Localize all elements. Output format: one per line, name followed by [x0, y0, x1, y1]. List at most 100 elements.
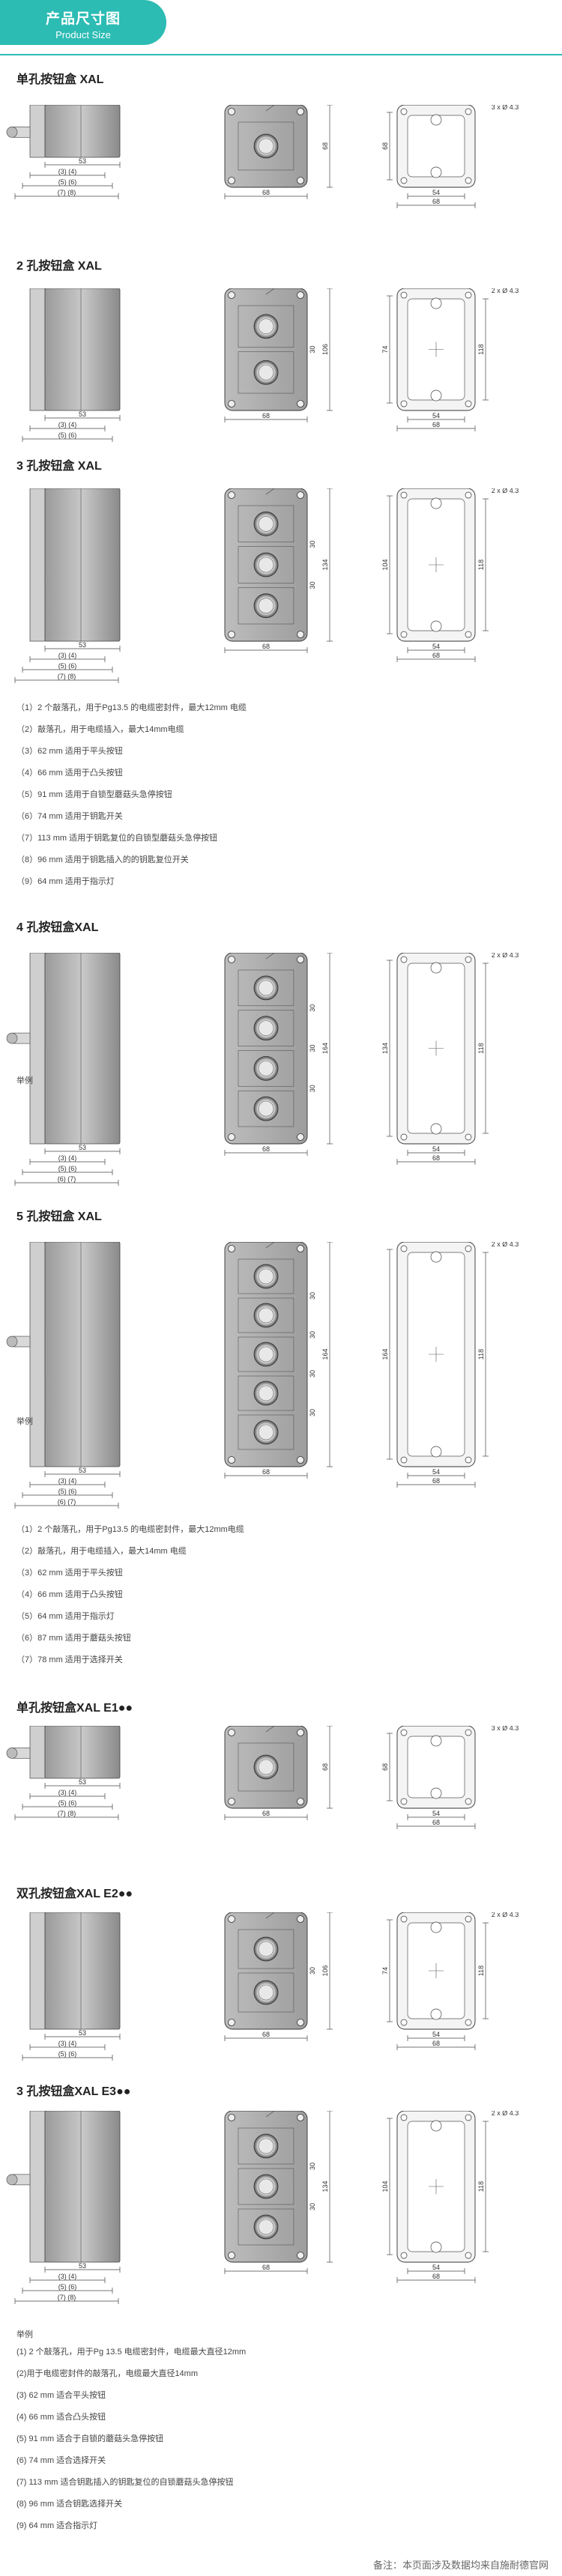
mounting-hole-icon: [465, 400, 472, 407]
dim-label: 30: [309, 2203, 316, 2210]
side-view: 53(3) (4)(5) (6): [22, 1912, 121, 2061]
screw-icon: [228, 1456, 235, 1464]
dim-label: 68: [321, 142, 329, 150]
mounting-hole-icon: [400, 491, 408, 499]
mounting-hole-icon: [465, 1456, 472, 1464]
dim-label: 164: [321, 1043, 329, 1054]
note-item: （7）113 mm 适用于钥匙复位的自锁型蘑菇头急停按钮: [16, 834, 218, 843]
mounting-hole-icon: [400, 1133, 408, 1141]
dim-label: 164: [381, 1348, 389, 1360]
note-item: （8）96 mm 适用于钥匙插入的的钥匙复位开关: [16, 855, 189, 864]
dim-label: (5) (6): [58, 2050, 77, 2058]
knockout-hole-icon: [430, 2120, 442, 2132]
mounting-hole-icon: [400, 956, 408, 963]
mounting-hole-icon: [400, 400, 408, 407]
knockout-hole-icon: [430, 1123, 442, 1135]
note-item: （4）66 mm 适用于凸头按钮: [16, 1590, 123, 1599]
note-item: （7）78 mm 适用于选择开关: [16, 1655, 123, 1664]
dim-label: 30: [309, 1292, 316, 1300]
side-view: 53(3) (4)(5) (6)(6) (7): [6, 1242, 121, 1509]
dim-label: (3) (4): [58, 2040, 77, 2047]
example-label-c: 举例: [16, 2330, 33, 2339]
dim-label: 30: [309, 345, 316, 353]
mounting-hole-icon: [400, 1915, 408, 1923]
mounting-hole-icon: [465, 956, 472, 963]
knockout-hole-icon: [430, 1787, 442, 1799]
knockout-hole-icon: [430, 1446, 442, 1458]
knockout-hole-icon: [430, 1921, 442, 1933]
mounting-hole-icon: [400, 1729, 408, 1736]
dim-label: 134: [321, 559, 329, 570]
side-view: 53(3) (4)(5) (6)(6) (7): [6, 953, 121, 1186]
section-title: 4 孔按钮盒XAL: [16, 921, 99, 934]
screw-icon: [228, 2252, 235, 2259]
screw-icon: [228, 956, 235, 963]
mounting-hole-icon: [400, 631, 408, 638]
mounting-hole-icon: [465, 491, 472, 499]
mounting-hole-icon: [465, 291, 472, 299]
note-item: (3) 62 mm 适合平头按钮: [16, 2391, 106, 2400]
screw-icon: [228, 2114, 235, 2121]
section-tab: 产品尺寸图 Product Size: [0, 0, 166, 45]
footer-note: 备注：本页面涉及数据均来自施耐德官网: [372, 2560, 549, 2571]
dim-label: 54: [432, 1145, 440, 1153]
side-view: 53(3) (4)(5) (6): [22, 288, 121, 442]
dim-label: (7) (8): [58, 1810, 76, 1817]
note-item: （3）62 mm 适用于平头按钮: [16, 1569, 123, 1578]
dim-label: 68: [432, 652, 440, 659]
screw-icon: [228, 400, 235, 407]
dim-label: 118: [477, 1349, 485, 1360]
knockout-hole-icon: [430, 2241, 442, 2253]
note-item: (2)用于电缆密封件的敲落孔，电缆最大直径14mm: [16, 2369, 199, 2378]
section-title: 单孔按钮盒XAL E1●●: [16, 1702, 133, 1715]
dim-label: 68: [432, 1154, 440, 1162]
dim-label: 164: [321, 1348, 329, 1360]
hole-spec-label: 2 x Ø 4.3: [492, 288, 519, 294]
note-item: （1）2 个敲落孔，用于Pg13.5 的电缆密封件，最大12mm 电缆: [16, 703, 247, 712]
dim-label: 68: [432, 1477, 440, 1485]
dim-label: 68: [432, 421, 440, 428]
tab-title-en: Product Size: [55, 29, 111, 40]
screw-icon: [297, 1798, 304, 1805]
side-view: 53(3) (4)(5) (6)(7) (8): [6, 2111, 121, 2304]
dim-label: (5) (6): [58, 178, 77, 186]
screw-icon: [297, 291, 304, 299]
dim-label: 74: [381, 345, 389, 353]
dimension-drawing: 53(3) (4)(5) (6)(6) (7)30303030(1)68164(…: [6, 1242, 519, 1509]
dim-label: 134: [381, 1043, 389, 1054]
knockout-hole-icon: [430, 166, 442, 178]
note-item: （5）64 mm 适用于指示灯: [16, 1612, 115, 1621]
mounting-hole-icon: [465, 2114, 472, 2121]
dim-label: 118: [477, 1043, 485, 1053]
note-item: (4) 66 mm 适合凸头按钮: [16, 2413, 106, 2422]
side-view: 53(3) (4)(5) (6)(7) (8): [14, 488, 121, 683]
dim-label: 53: [79, 2262, 86, 2270]
knockout-hole-icon: [430, 1735, 442, 1747]
mounting-hole-icon: [465, 2019, 472, 2026]
dimension-drawing: 53(3) (4)(5) (6)(7) (8)3030(1)68134(2)2 …: [14, 488, 519, 683]
enclosure-face: [224, 1912, 308, 2030]
mounting-hole-icon: [400, 1798, 408, 1805]
dim-label: 54: [432, 1468, 440, 1476]
hole-spec-label: 2 x Ø 4.3: [492, 488, 519, 494]
dim-label: 68: [262, 189, 270, 196]
dim-label: 134: [321, 2180, 329, 2192]
dim-label: 74: [381, 1967, 389, 1975]
screw-icon: [228, 291, 235, 299]
hole-spec-label: 2 x Ø 4.3: [492, 953, 519, 959]
dim-label: (5) (6): [58, 1165, 77, 1172]
dim-label: (3) (4): [58, 2273, 77, 2280]
dim-label: 54: [432, 412, 440, 419]
dim-label: 68: [381, 1763, 389, 1771]
dim-label: (3) (4): [58, 168, 77, 175]
screw-icon: [228, 491, 235, 499]
dim-label: 54: [432, 1810, 440, 1817]
dim-label: 68: [432, 2040, 440, 2047]
dim-label: 30: [309, 1004, 316, 1012]
dim-label: 30: [309, 541, 316, 548]
